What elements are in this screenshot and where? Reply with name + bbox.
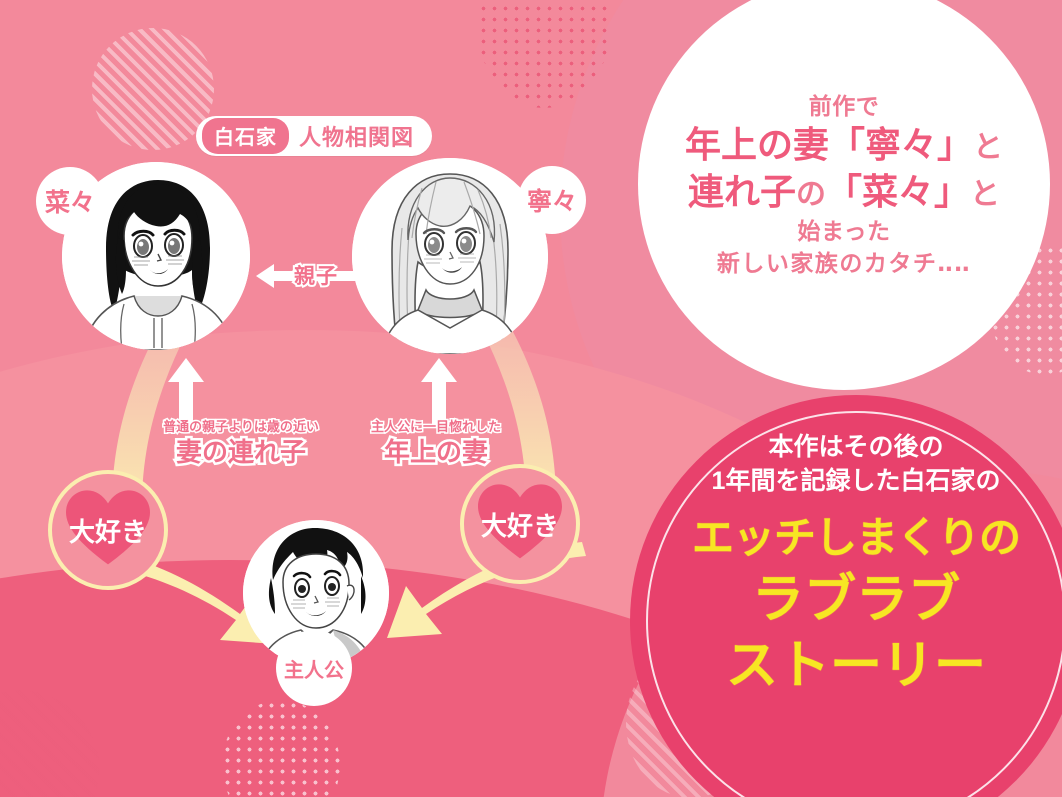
pink-callout-white-line-1: 本作はその後の xyxy=(768,433,944,461)
callout-line-2-main: 年上の妻「寧々」 xyxy=(684,123,973,165)
heart-icon xyxy=(66,490,150,565)
arrow-up-to-daughter xyxy=(168,358,204,428)
parent-child-arrow xyxy=(256,264,376,288)
callout-line-5: 新しい家族のカタチ‥‥ xyxy=(716,250,972,277)
callout-line-3-b: の xyxy=(796,178,826,212)
pink-callout-white-line-2: 1年間を記録した白石家の xyxy=(711,466,1001,495)
callout-line-2: 年上の妻「寧々」と xyxy=(685,123,1003,167)
love-badge-left: 大好き xyxy=(48,470,168,590)
wife-portrait-art xyxy=(352,158,548,354)
pink-callout-yellow-line-3: ストーリー xyxy=(725,637,986,696)
relation-caption-wife-sub: 主人公に一目惚れした xyxy=(369,418,502,436)
relation-caption-wife: 主人公に一目惚れした 年上の妻 xyxy=(346,418,526,470)
parent-child-relation: 親子 xyxy=(258,258,374,292)
love-label-left: 大好き xyxy=(68,516,147,547)
love-badge-right: 大好き xyxy=(460,464,580,584)
current-work-callout: 本作はその後の 1年間を記録した白石家の エッチしまくりの ラブラブ ストーリー xyxy=(630,395,1062,797)
relation-caption-wife-main: 年上の妻 xyxy=(381,435,490,470)
name-badge-daughter: 菜々 xyxy=(36,167,104,235)
family-name-pill: 白石家 xyxy=(202,118,289,154)
character-portrait-wife xyxy=(352,158,548,354)
relation-caption-daughter-sub: 普通の親子よりは歳の近い xyxy=(162,418,321,436)
pink-callout-yellow-line-1: エッチしまくりの xyxy=(691,513,1021,561)
callout-line-3-d: と xyxy=(970,178,1001,212)
love-label-right: 大好き xyxy=(480,510,559,541)
heart-icon xyxy=(478,484,562,559)
callout-line-3-c: 「菜々」 xyxy=(826,171,971,213)
previous-work-callout: 前作で 年上の妻「寧々」と 連れ子の「菜々」と 始まった 新しい家族のカタチ‥‥ xyxy=(638,0,1050,390)
parent-child-label: 親子 xyxy=(292,263,339,290)
diagram-title-badge: 白石家 人物相関図 xyxy=(196,116,433,156)
callout-line-1: 前作で xyxy=(808,92,880,119)
callout-line-3: 連れ子の「菜々」と xyxy=(688,170,1000,214)
relation-caption-daughter-main: 妻の連れ子 xyxy=(173,435,308,470)
callout-line-4: 始まった xyxy=(797,218,891,245)
name-badge-hero: 主人公 xyxy=(276,630,352,706)
callout-line-2-suffix: と xyxy=(973,130,1003,164)
pink-callout-yellow-line-2: ラブラブ xyxy=(751,570,960,629)
name-badge-wife: 寧々 xyxy=(518,166,586,234)
relation-caption-daughter: 普通の親子よりは歳の近い 妻の連れ子 xyxy=(146,418,336,470)
arrow-up-to-wife xyxy=(421,358,457,428)
diagram-title-label: 人物相関図 xyxy=(299,125,415,150)
callout-line-3-a: 連れ子 xyxy=(687,171,796,213)
